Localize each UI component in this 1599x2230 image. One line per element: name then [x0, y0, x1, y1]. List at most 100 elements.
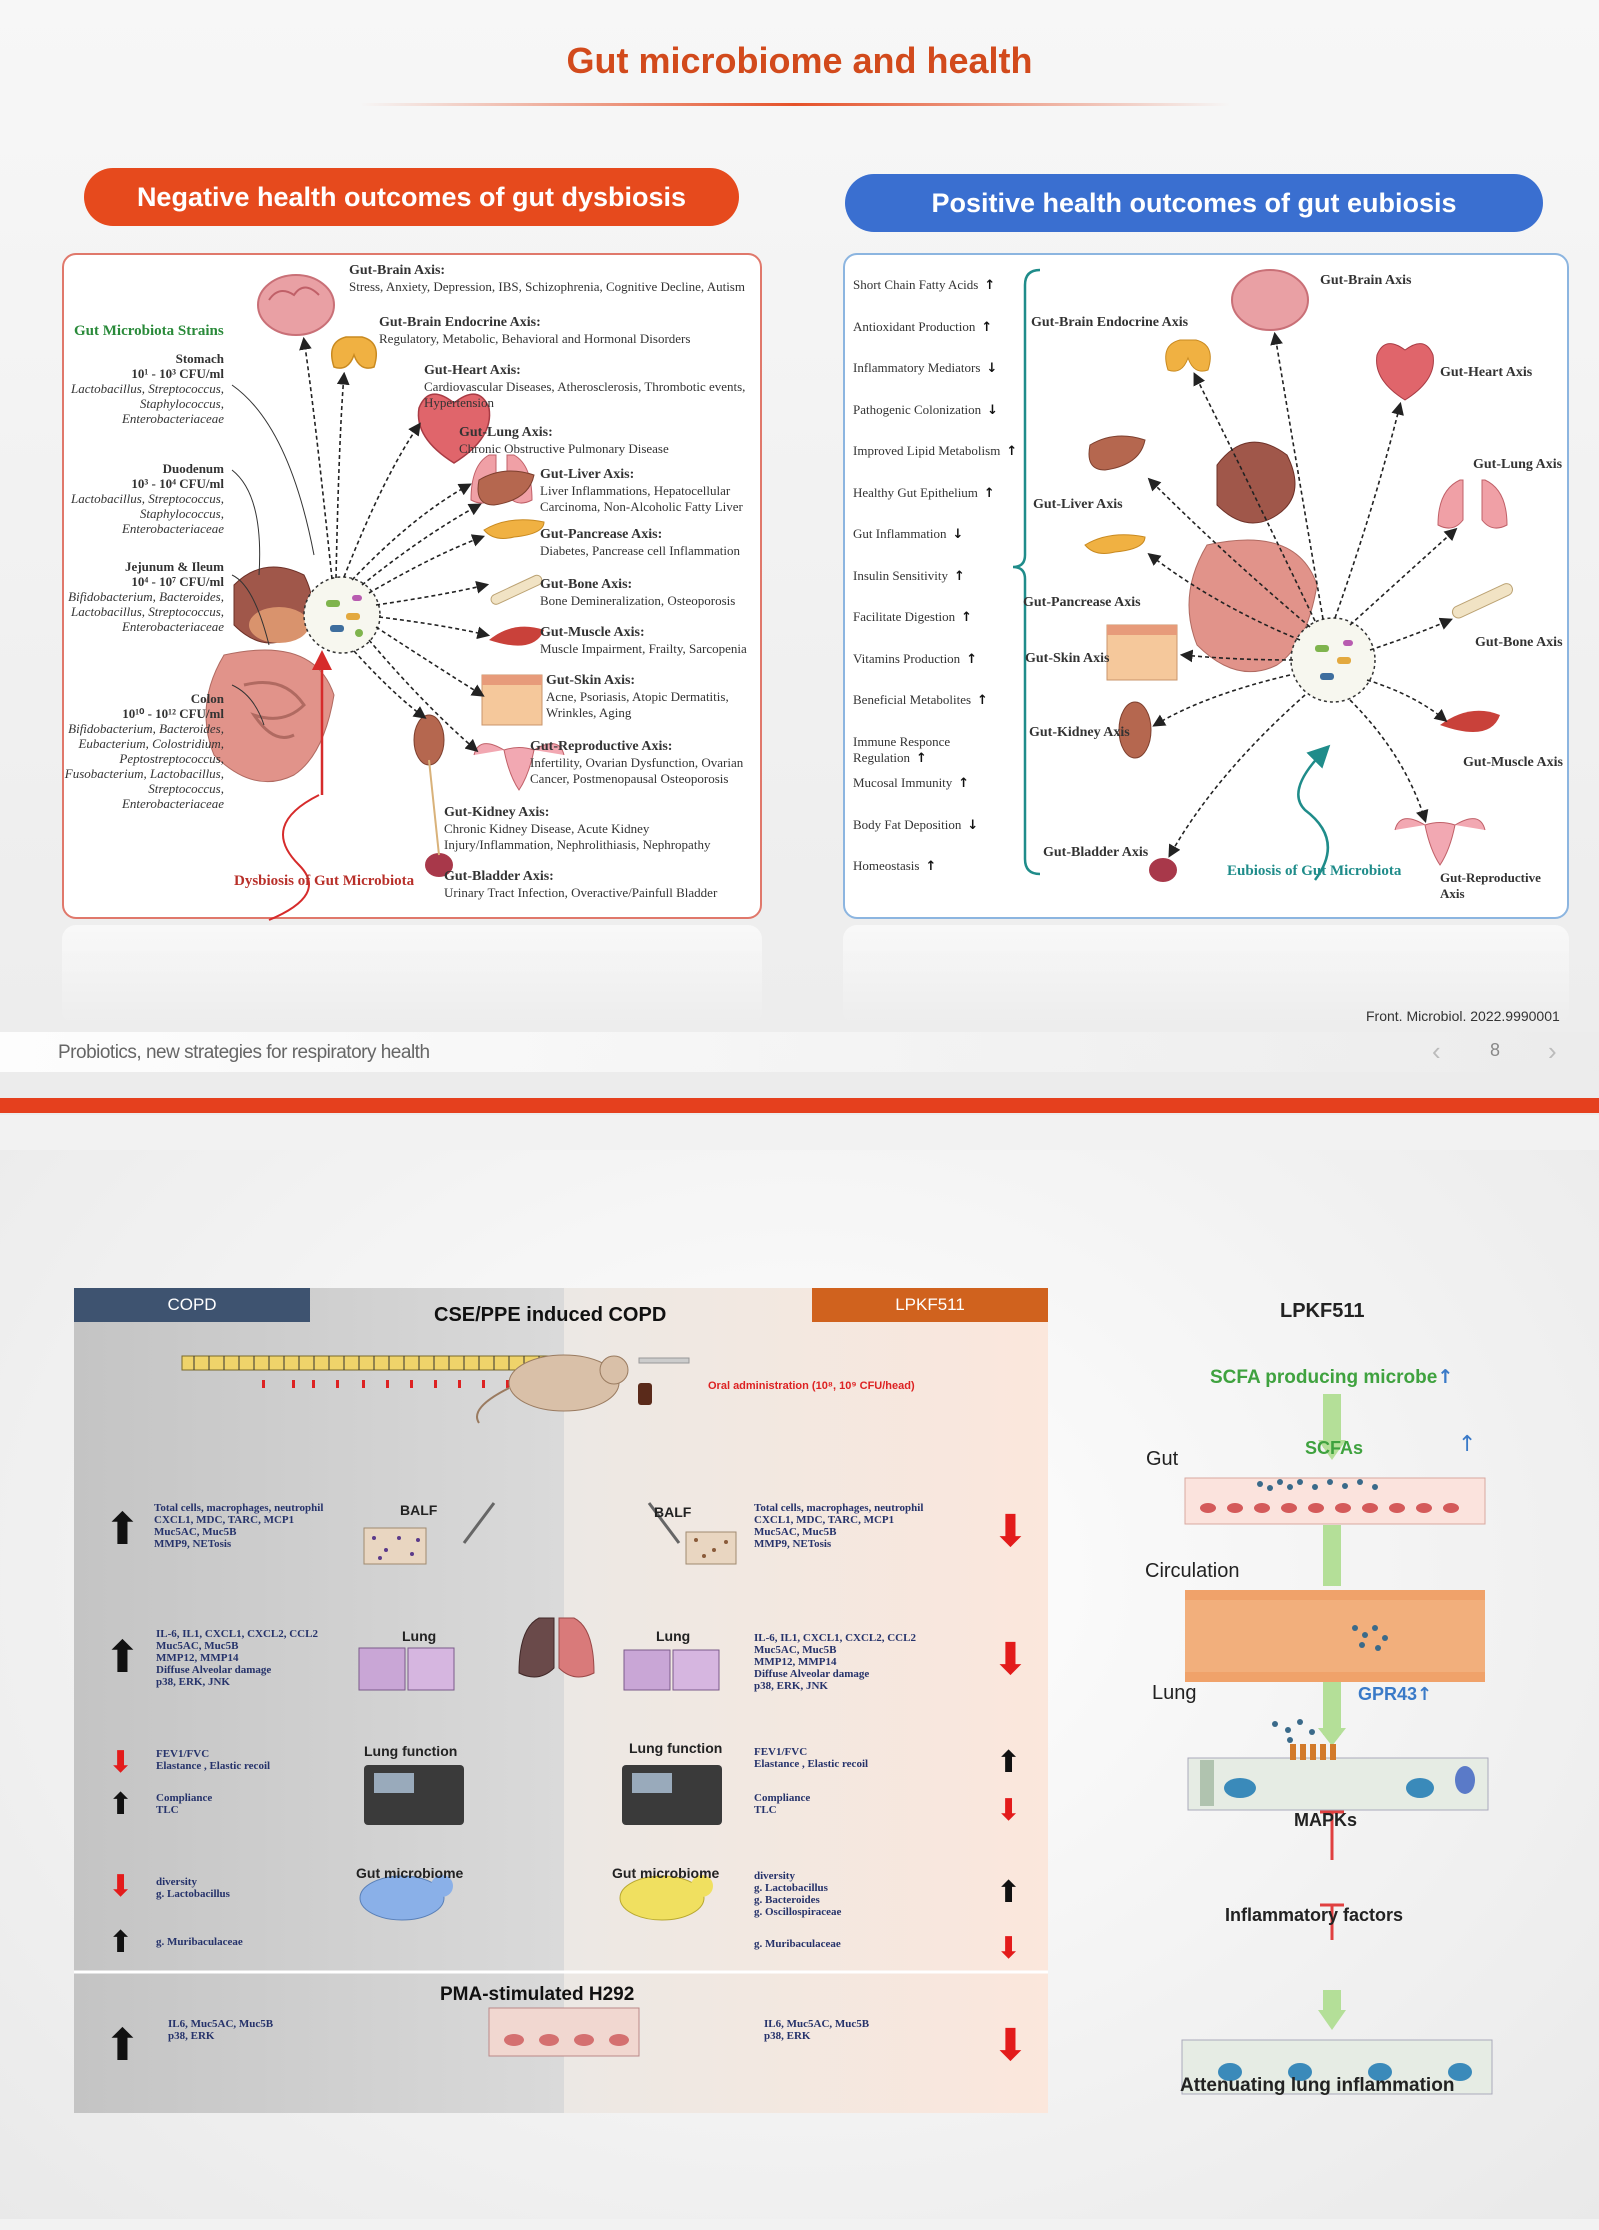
thyroid-icon [1165, 339, 1211, 372]
lf-markers-b-left: Compliance TLC [156, 1792, 213, 1816]
axis-kidney: Gut-Kidney Axis:Chronic Kidney Disease, … [444, 805, 711, 852]
arrow-up-icon: ↑ [1417, 1684, 1433, 1705]
liver-icon [1088, 435, 1146, 471]
balf-markers-right: Total cells, macrophages, neutrophil CXC… [754, 1502, 924, 1550]
arrow-down-icon: ⬇ [992, 1634, 1029, 1685]
label-reproductive-axis: Gut-Reproductive Axis [1440, 870, 1541, 901]
benefit-item: Healthy Gut Epithelium↑ [853, 484, 995, 501]
thyroid-icon [331, 336, 377, 369]
pancreas-icon [483, 519, 545, 539]
page-number: 8 [1490, 1040, 1501, 1060]
benefit-item: Short Chain Fatty Acids↑ [853, 277, 996, 293]
microbiota-circle [1290, 617, 1376, 703]
brain-icon [1231, 269, 1309, 331]
lung-icon [1437, 479, 1464, 529]
bone-icon [1451, 583, 1513, 619]
intestine-icon [205, 649, 335, 783]
lung-function-label-left: Lung function [364, 1743, 458, 1759]
arrow-up-icon: ⬆ [108, 1925, 134, 1960]
liver-icon [477, 470, 535, 506]
arrow-up-icon: ↑ [1437, 1366, 1454, 1388]
label-muscle-axis: Gut-Muscle Axis [1463, 755, 1563, 770]
citation: Front. Microbiol. 2022.9990001 [1366, 1008, 1560, 1024]
arrow-down-icon: ⬇ [996, 1931, 1022, 1966]
lung-markers-right: IL-6, IL1, CXCL1, CXCL2, CCL2 Muc5AC, Mu… [754, 1632, 916, 1692]
strains-title: Gut Microbiota Strains [74, 323, 224, 339]
muscle-icon [1440, 710, 1500, 733]
label-liver-axis: Gut-Liver Axis [1033, 497, 1123, 512]
arrow-up-icon: ⬆ [104, 2020, 141, 2071]
bladder-icon [1149, 858, 1177, 882]
arrow-down-icon: ⬇ [108, 1745, 134, 1780]
gut-markers-b-left: g. Muribaculaceae [156, 1936, 243, 1948]
arrow-up-icon: ⬆ [108, 1787, 134, 1822]
dysbiosis-label: Dysbiosis of Gut Microbiota [234, 873, 415, 889]
arrow-up-icon: ⬆ [104, 1632, 141, 1683]
vial-icon [638, 1383, 652, 1405]
study-illustration [74, 1354, 1048, 2057]
mouse-blue-icon [359, 1875, 445, 1921]
axis-reproductive: Gut-Reproductive Axis:Infertility, Ovari… [530, 739, 744, 786]
arrow-up-icon: ⬆ [104, 1504, 141, 1555]
mechanism-title: LPKF511 [1280, 1300, 1365, 1322]
balf-image [685, 1531, 737, 1565]
balf-image [363, 1527, 427, 1565]
pma-markers-right: IL6, Muc5AC, Muc5B p38, ERK [764, 2018, 870, 2042]
panel-reflection [843, 925, 1569, 1025]
lung-label-left: Lung [402, 1628, 437, 1644]
bladder-icon [425, 853, 453, 877]
label-endocrine-axis: Gut-Brain Endocrine Axis [1031, 315, 1189, 330]
axis-heart: Gut-Heart Axis:Cardiovascular Diseases, … [424, 363, 746, 410]
gut-microbiome-label-right: Gut microbiome [612, 1865, 720, 1881]
kidney-icon [1118, 701, 1152, 759]
label-skin-axis: Gut-Skin Axis [1025, 651, 1110, 666]
arrow-down-icon: ⬇ [996, 1793, 1022, 1828]
slide-gut-microbiome: Gut microbiome and health Negative healt… [0, 0, 1599, 1115]
benefit-list: Short Chain Fatty Acids↑ Antioxidant Pro… [853, 277, 1023, 900]
eubiosis-label: Eubiosis of Gut Microbiota [1227, 863, 1402, 879]
gut-markers-a-right: diversity g. Lactobacillus g. Bacteroide… [754, 1870, 842, 1918]
inflammatory-factors-label: Inflammatory factors [1225, 1905, 1404, 1925]
balf-label-left: BALF [400, 1502, 438, 1518]
pancreas-icon [1084, 534, 1146, 554]
lpkf511-tag: LPKF511 [812, 1288, 1048, 1322]
benefit-item: Immune Responce Regulation↑ [853, 733, 951, 766]
copd-study-panel: COPD LPKF511 CSE/PPE induced COPD [74, 1288, 1048, 2113]
benefit-item: Improved Lipid Metabolism↑ [853, 443, 1018, 459]
prev-slide-button[interactable]: ‹ [1432, 1036, 1441, 1066]
study-title: CSE/PPE induced COPD [434, 1304, 667, 1326]
slide-title: Gut microbiome and health [566, 40, 1033, 81]
axis-muscle: Gut-Muscle Axis:Muscle Impairment, Frail… [540, 625, 747, 656]
benefit-item: Facilitate Digestion↑ [853, 609, 973, 625]
heart-icon [417, 393, 491, 464]
lung-icon [518, 1617, 555, 1678]
microbiota-circle [303, 576, 381, 654]
axis-bone: Gut-Bone Axis:Bone Demineralization, Ost… [540, 577, 736, 608]
benefit-item: Body Fat Deposition↓ [853, 816, 979, 833]
pma-title: PMA-stimulated H292 [440, 1984, 635, 2005]
lung-histology [358, 1647, 406, 1691]
axis-pancrease: Gut-Pancrease Axis:Diabetes, Pancrease c… [540, 527, 740, 558]
h292-cells [488, 2007, 640, 2057]
benefit-item: Insulin Sensitivity↑ [853, 567, 965, 584]
label-brain-axis: Gut-Brain Axis [1320, 273, 1412, 288]
axis-bladder: Gut-Bladder Axis:Urinary Tract Infection… [444, 869, 718, 900]
oral-admin-text: Oral administration (10⁸, 10⁹ CFU/head) [708, 1380, 915, 1392]
next-slide-button[interactable]: › [1548, 1036, 1557, 1066]
muscle-icon [489, 626, 544, 646]
footer-bar [0, 1032, 1599, 1072]
gut-markers-a-left: diversity g. Lactobacillus [156, 1876, 230, 1900]
title-underline [360, 103, 1230, 106]
gut-markers-b-right: g. Muribaculaceae [754, 1938, 841, 1950]
pma-markers-left: IL6, Muc5AC, Muc5B p38, ERK [168, 2018, 274, 2042]
benefit-item: Mucosal Immunity↑ [853, 775, 970, 791]
axis-skin: Gut-Skin Axis:Acne, Psoriasis, Atopic De… [546, 673, 729, 720]
arrow-down-icon: ⬇ [108, 1869, 134, 1904]
eubiosis-panel: Short Chain Fatty Acids↑ Antioxidant Pro… [843, 253, 1569, 919]
label-lung-axis: Gut-Lung Axis [1473, 457, 1563, 472]
label-bladder-axis: Gut-Bladder Axis [1043, 845, 1149, 860]
